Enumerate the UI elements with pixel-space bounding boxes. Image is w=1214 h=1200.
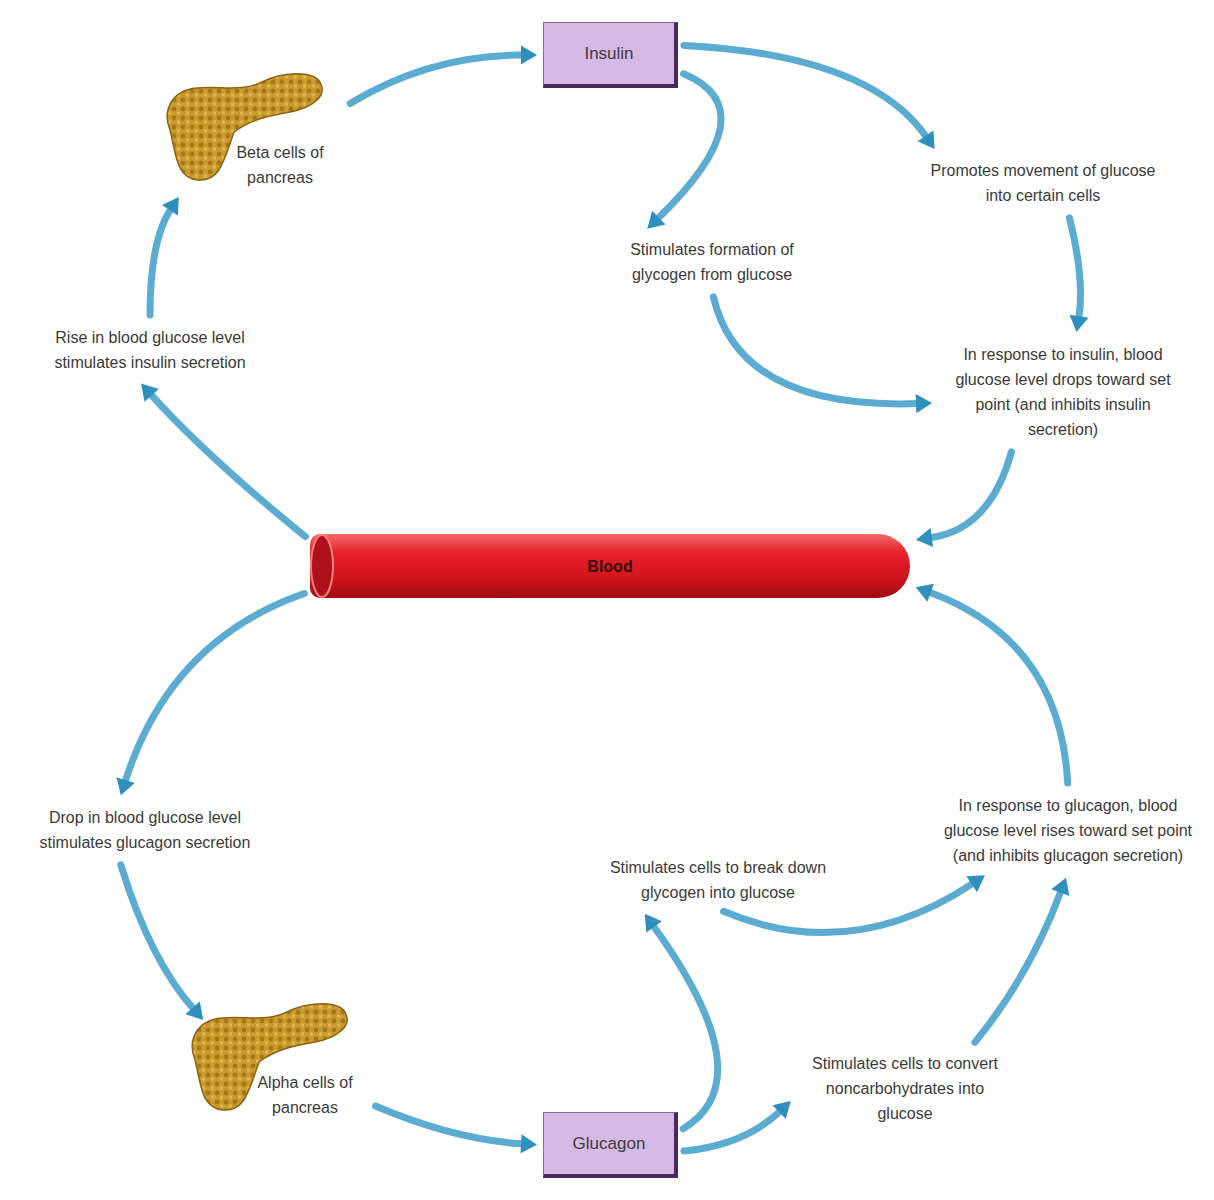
step-text: Stimulates cells to convert noncarbohydr… <box>799 1051 1011 1126</box>
arrow-head <box>966 875 985 892</box>
vessel-opening <box>310 534 350 598</box>
text-group: In response to insulin, blood glucose le… <box>942 342 1184 442</box>
flow-arrow <box>350 45 537 103</box>
flow-arrow <box>916 452 1011 547</box>
arrow-shaft <box>975 891 1061 1043</box>
arrow-shaft <box>1069 218 1080 318</box>
flow-arrow <box>916 584 1068 783</box>
arrow-shaft <box>125 594 304 782</box>
flow-arrow <box>647 74 721 229</box>
step-text: Alpha cells of pancreas <box>240 1070 370 1120</box>
text-group: Stimulates cells to convert noncarbohydr… <box>799 1051 1011 1126</box>
text-group: Insulin <box>584 41 633 66</box>
step-text: Beta cells of pancreas <box>215 140 345 190</box>
text-group: Rise in blood glucose level stimulates i… <box>24 325 276 375</box>
arrow-shaft <box>657 74 721 219</box>
flow-arrow <box>1069 218 1088 332</box>
flow-arrow <box>116 594 304 796</box>
pancreas-illustration <box>167 74 322 180</box>
flow-arrow <box>645 914 718 1129</box>
text-group: Stimulates cells to break down glycogen … <box>602 855 834 905</box>
step-text: Rise in blood glucose level stimulates i… <box>24 325 276 375</box>
arrow-shaft <box>376 1106 524 1144</box>
text-group: Blood <box>587 554 632 579</box>
pancreas-label: Alpha cells of pancreas <box>185 1000 370 1122</box>
step-text: Promotes movement of glucose into certai… <box>922 158 1164 208</box>
text-group: Promotes movement of glucose into certai… <box>922 158 1164 208</box>
arrow-head <box>916 528 933 547</box>
process-text: Stimulates cells to convert noncarbohydr… <box>795 1047 1015 1130</box>
text-group: Glucagon <box>573 1131 646 1156</box>
text-group: Drop in blood glucose level stimulates g… <box>19 805 271 855</box>
arrow-head <box>647 211 665 229</box>
step-text: In response to insulin, blood glucose le… <box>942 342 1184 442</box>
arrow-head <box>645 914 662 933</box>
step-text: Stimulates formation of glycogen from gl… <box>601 237 823 287</box>
arrow-shaft <box>150 394 305 537</box>
arrow-shaft <box>713 297 918 404</box>
flow-arrow <box>141 383 305 536</box>
pancreas-label: Beta cells of pancreas <box>160 70 345 192</box>
arrow-head <box>162 197 179 216</box>
process-text: Drop in blood glucose level stimulates g… <box>15 801 275 859</box>
text-group: Stimulates formation of glycogen from gl… <box>601 237 823 287</box>
step-text: In response to glucagon, blood glucose l… <box>942 793 1194 868</box>
arrow-shaft <box>121 865 194 1010</box>
flow-arrow <box>150 197 179 315</box>
arrow-head <box>1051 878 1069 896</box>
flow-arrow <box>975 878 1070 1043</box>
step-text: Drop in blood glucose level stimulates g… <box>19 805 271 855</box>
arrow-head <box>916 584 934 602</box>
arrow-head <box>141 383 159 401</box>
flow-arrow <box>684 1101 791 1151</box>
arrow-head <box>521 45 537 64</box>
arrow-head <box>1070 315 1089 332</box>
hormone-name: Glucagon <box>573 1131 646 1156</box>
vessel-opening <box>311 535 333 597</box>
flow-arrow <box>724 875 985 932</box>
arrow-shaft <box>684 45 927 137</box>
process-text: Rise in blood glucose level stimulates i… <box>20 321 280 379</box>
arrow-head <box>772 1101 790 1119</box>
arrow-shaft <box>930 452 1012 538</box>
arrow-head <box>916 394 932 413</box>
arrow-head <box>185 1002 203 1020</box>
arrow-shaft <box>653 925 718 1129</box>
flow-arrow <box>684 45 935 149</box>
arrow-shaft <box>350 55 523 103</box>
process-text: In response to glucagon, blood glucose l… <box>938 789 1198 872</box>
text-group: Beta cells of pancreas <box>215 140 345 192</box>
process-text: Stimulates formation of glycogen from gl… <box>597 233 827 291</box>
process-text: Stimulates cells to break down glycogen … <box>598 851 838 909</box>
blood-vessel: Blood <box>310 534 910 598</box>
arrow-shaft <box>929 592 1068 783</box>
text-group: Alpha cells of pancreas <box>240 1070 370 1122</box>
process-text: Promotes movement of glucose into certai… <box>918 154 1168 212</box>
arrow-head <box>918 130 935 149</box>
arrow-shaft <box>150 209 171 315</box>
pancreas-illustration <box>192 1004 347 1110</box>
process-text: In response to insulin, blood glucose le… <box>938 338 1188 446</box>
vessel-label: Blood <box>587 554 632 579</box>
flow-arrow <box>121 865 203 1020</box>
arrow-head <box>520 1134 537 1153</box>
hormone-name: Insulin <box>584 41 633 66</box>
flow-arrow <box>713 297 932 413</box>
hormone-box: Glucagon <box>543 1112 678 1178</box>
hormone-box: Insulin <box>543 22 678 88</box>
flow-arrow <box>376 1106 537 1153</box>
step-text: Stimulates cells to break down glycogen … <box>602 855 834 905</box>
arrow-head <box>116 777 134 795</box>
arrow-shaft <box>684 1111 781 1151</box>
text-group: In response to glucagon, blood glucose l… <box>942 793 1194 868</box>
